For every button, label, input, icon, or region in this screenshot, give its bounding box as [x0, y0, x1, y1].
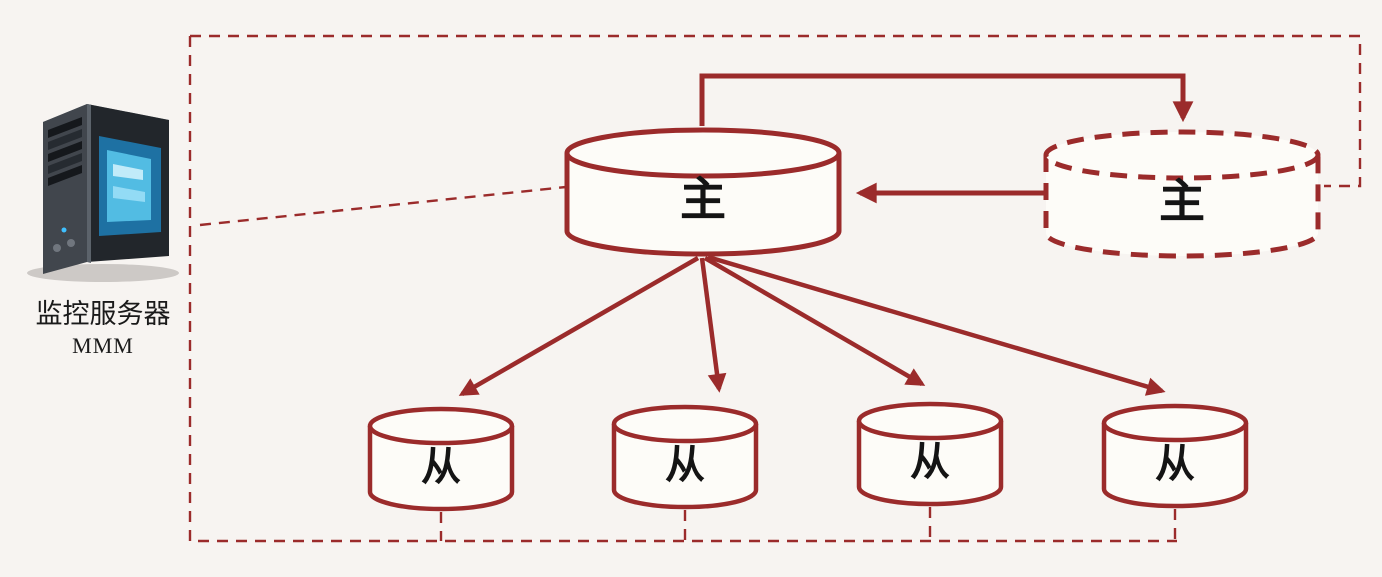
monitor-dashed-link-master [199, 185, 567, 227]
arrow-active-to-standby [699, 73, 1194, 126]
db-slave-2: 从 [610, 403, 760, 511]
arrow-master-to-slave-3 [703, 256, 926, 386]
db-slave-4: 从 [1100, 402, 1250, 510]
monitor-subtitle: MMM [72, 333, 134, 358]
slave-label: 从 [421, 445, 461, 489]
slave-label: 从 [1155, 442, 1195, 486]
arrow-master-to-slave-4 [707, 254, 1166, 396]
server-tower-icon [26, 104, 179, 282]
monitoring-server: 监控服务器 MMM [12, 80, 194, 359]
slave-label: 从 [910, 440, 950, 484]
master-active-label: 主 [680, 173, 726, 225]
arrow-master-to-slave-1 [458, 256, 700, 396]
db-slave-3: 从 [855, 400, 1005, 508]
master-standby-label: 主 [1159, 175, 1205, 227]
arrow-master-to-slave-2 [699, 257, 727, 393]
db-master-standby: 主 [1042, 128, 1322, 260]
db-master-active: 主 [563, 126, 843, 258]
monitor-title: 监控服务器 [35, 299, 171, 329]
db-slave-1: 从 [366, 405, 516, 513]
slave-label: 从 [665, 443, 705, 487]
